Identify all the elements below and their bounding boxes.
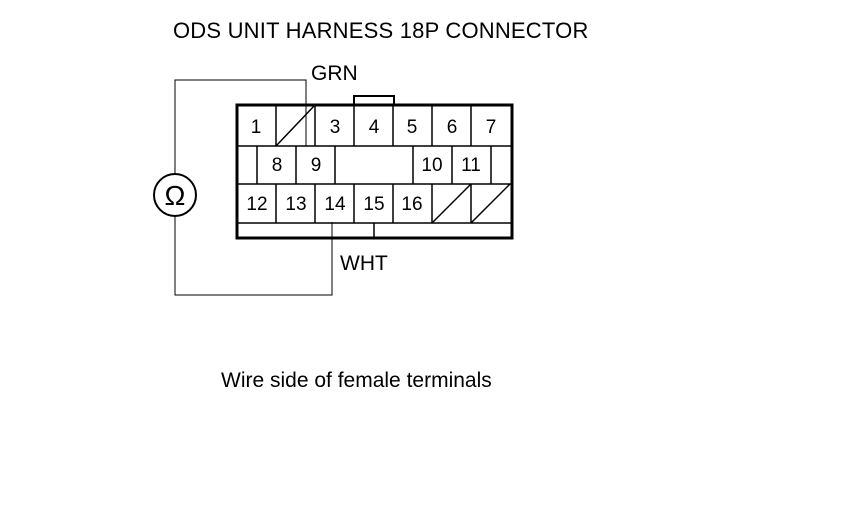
plugged-cavity-2 xyxy=(275,104,316,147)
diagram-caption: Wire side of female terminals xyxy=(221,369,492,392)
terminal-label: 1 xyxy=(251,117,262,138)
connector-body xyxy=(235,103,514,240)
terminal-label: 10 xyxy=(421,155,442,176)
terminal-label: 6 xyxy=(447,117,458,138)
terminal-label: 12 xyxy=(246,194,267,215)
ohm-symbol: Ω xyxy=(165,180,186,211)
terminal-label: 13 xyxy=(285,194,306,215)
terminal-label: 8 xyxy=(272,155,283,176)
terminal-label: 11 xyxy=(461,155,481,176)
probe-tips xyxy=(305,80,333,295)
terminal-label: 9 xyxy=(311,155,322,176)
terminal-label: 15 xyxy=(363,194,384,215)
terminal-label: 7 xyxy=(486,117,497,138)
plugged-cavity-18 xyxy=(470,183,511,224)
terminal-label: 16 xyxy=(401,194,422,215)
terminal-labels: 1 3 4 5 6 7 8 9 10 11 12 13 14 15 16 xyxy=(246,117,496,215)
terminal-label: 5 xyxy=(407,117,418,138)
diagram-title: ODS UNIT HARNESS 18P CONNECTOR xyxy=(173,18,589,43)
terminal-label: 14 xyxy=(324,194,346,215)
terminal-label: 3 xyxy=(330,117,341,138)
grn-wire-label: GRN xyxy=(311,62,358,85)
ohmmeter-icon: Ω xyxy=(153,173,197,217)
wht-wire-label: WHT xyxy=(340,252,388,275)
plugged-cavity-17 xyxy=(431,183,472,224)
terminal-label: 4 xyxy=(369,117,380,138)
connector-housing xyxy=(235,95,514,240)
